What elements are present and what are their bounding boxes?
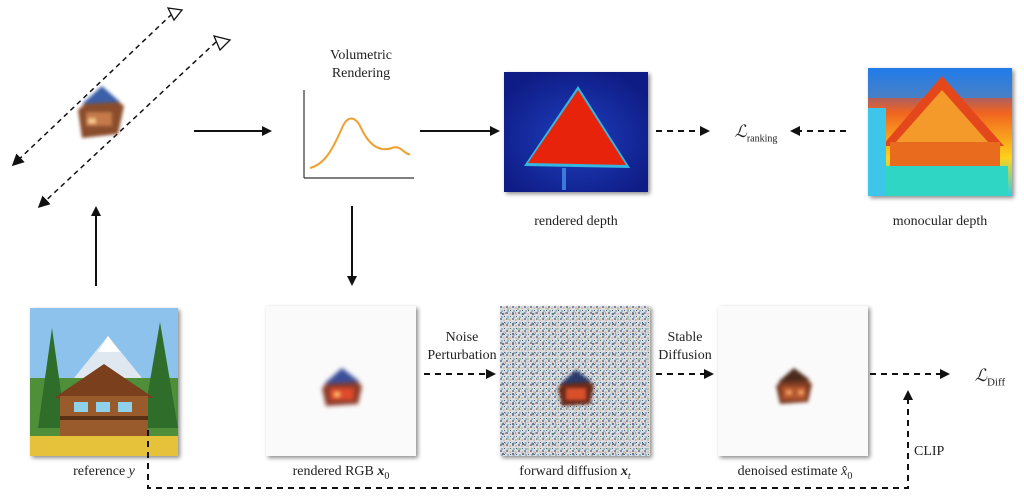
camera-rays-diagram xyxy=(11,7,232,209)
rendered-rgb-label: rendered RGB x0 xyxy=(256,464,426,482)
volumetric-rendering-plot xyxy=(296,86,420,184)
loss-ranking-symbol: ℒ xyxy=(734,122,747,141)
denoised-estimate-sub: 0 xyxy=(847,470,853,482)
depth-triangle xyxy=(504,72,648,192)
clip-path-line xyxy=(147,390,913,489)
denoised-estimate-var: x̂ xyxy=(841,464,848,479)
monocular-depth-image xyxy=(868,68,1012,196)
density-curve xyxy=(309,117,411,169)
clip-label: CLIP xyxy=(914,444,945,459)
loss-diff-subscript: Diff xyxy=(987,376,1006,389)
forward-diffusion-image xyxy=(500,306,650,456)
rendered-rgb-image xyxy=(266,306,416,456)
forward-diffusion-text: forward diffusion xyxy=(519,464,618,479)
denoised-estimate-text: denoised estimate xyxy=(737,464,838,479)
rendered-rgb-var: x xyxy=(377,464,385,479)
reference-text: reference xyxy=(73,464,126,479)
loss-diff-symbol: ℒ xyxy=(974,366,988,385)
noise-perturbation-label-line1: Noise xyxy=(445,330,479,345)
camera-icon-1 xyxy=(166,7,184,22)
monocular-depth-label: monocular depth xyxy=(892,214,988,229)
forward-diffusion-var: x xyxy=(620,464,628,479)
volumetric-rendering-title-line1: Volumetric xyxy=(330,48,392,63)
volumetric-rendering-title-line2: Rendering xyxy=(331,66,391,81)
stable-diffusion-label-line2: Diffusion xyxy=(658,348,712,363)
loss-diff: ℒDiff xyxy=(960,366,1020,388)
noise-perturbation-label-line2: Perturbation xyxy=(427,348,497,363)
stable-diffusion-label-line1: Stable xyxy=(667,330,703,345)
rendered-depth-image xyxy=(504,72,648,192)
camera-ray-2 xyxy=(37,41,217,209)
reference-label: reference y xyxy=(30,464,178,480)
forward-diffusion-label: forward diffusion xt xyxy=(490,464,660,482)
reference-var: y xyxy=(128,464,135,479)
camera-ray-scene xyxy=(0,0,240,220)
rendered-depth-label: rendered depth xyxy=(534,214,618,229)
denoised-estimate-label: denoised estimate x̂0 xyxy=(710,464,880,482)
house-3d-icon xyxy=(78,86,124,138)
loss-ranking-subscript: ranking xyxy=(746,133,778,145)
forward-diffusion-sub: t xyxy=(627,470,631,482)
rendered-rgb-text: rendered RGB xyxy=(292,464,374,479)
loss-ranking: ℒranking xyxy=(716,122,796,144)
camera-ray-1 xyxy=(11,13,173,167)
camera-icon-2 xyxy=(212,35,232,52)
denoised-estimate-image xyxy=(718,306,868,456)
reference-image xyxy=(30,308,178,456)
rendered-rgb-sub: 0 xyxy=(384,470,390,482)
